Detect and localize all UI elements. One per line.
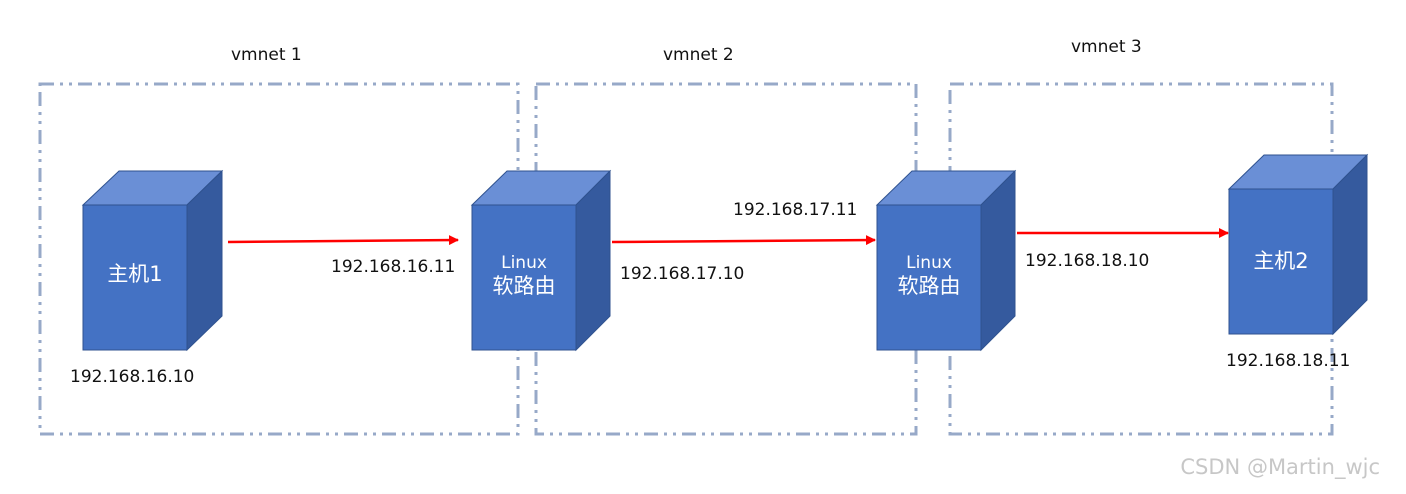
- router1-ip-in: 192.168.16.11: [331, 257, 456, 277]
- router2-ip-in: 192.168.17.11: [733, 200, 858, 220]
- router1-label-line2: 软路由: [492, 273, 556, 298]
- router2-label-line1: Linux: [906, 253, 952, 273]
- host2-ip: 192.168.18.11: [1226, 351, 1351, 371]
- host1-label: 主机1: [107, 262, 163, 286]
- vmnet1-label: vmnet 1: [231, 45, 302, 65]
- vmnet2-label: vmnet 2: [663, 45, 734, 65]
- watermark: CSDN @Martin_wjc: [1180, 455, 1380, 479]
- router1-label-line1: Linux: [501, 253, 547, 273]
- router1-server-icon: [470, 169, 612, 352]
- arrow-router1-to-router2: [611, 235, 876, 246]
- router2-ip-out: 192.168.18.10: [1025, 251, 1150, 271]
- vmnet3-frame: [948, 82, 1334, 436]
- host2-server-icon: [1227, 153, 1369, 336]
- arrow-host1-to-router1: [227, 235, 459, 246]
- host1-server-icon: [81, 169, 224, 352]
- host1-ip: 192.168.16.10: [70, 367, 195, 387]
- router2-label-line2: 软路由: [897, 273, 961, 298]
- router1-ip-out: 192.168.17.10: [620, 264, 745, 284]
- host2-label-container: 主机2: [1229, 249, 1333, 273]
- host2-label: 主机2: [1253, 249, 1309, 273]
- router2-server-icon: [875, 169, 1017, 352]
- host1-label-container: 主机1: [83, 262, 187, 286]
- router1-label-container: Linux 软路由: [472, 253, 576, 298]
- router2-label-container: Linux 软路由: [877, 253, 981, 298]
- vmnet3-label: vmnet 3: [1071, 37, 1142, 57]
